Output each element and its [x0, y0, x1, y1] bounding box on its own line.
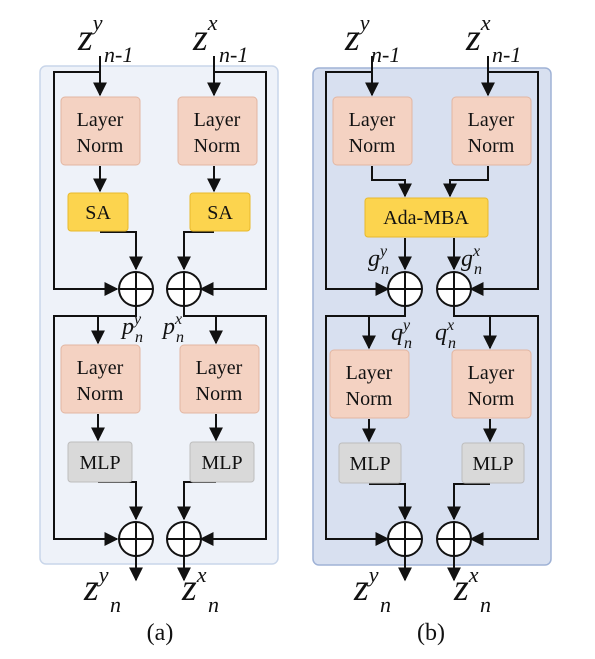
panel-a-output-zy: zyn	[83, 562, 121, 617]
svg-text:Layer: Layer	[346, 362, 393, 384]
panel-a-add-x-2	[166, 521, 202, 557]
svg-text:Norm: Norm	[468, 135, 515, 157]
svg-text:MLP: MLP	[201, 452, 242, 474]
panel-a-mlp-x: MLP	[189, 441, 255, 483]
svg-text:Layer: Layer	[194, 109, 241, 131]
panel-a-mlp-y: MLP	[67, 441, 133, 483]
svg-text:Norm: Norm	[77, 135, 124, 157]
panel-b-mlp-y: MLP	[338, 442, 402, 484]
panel-b-input-zy: zyn-1	[344, 10, 400, 67]
panel-a-layernorm-y-2: Layer Norm	[60, 344, 141, 414]
panel-b: zyn-1 zxn-1 Layer Norm Layer Norm Ada-MB…	[312, 10, 552, 646]
panel-b-mlp-x: MLP	[461, 442, 525, 484]
svg-text:Layer: Layer	[196, 357, 243, 379]
panel-b-output-zx: zxn	[453, 562, 491, 617]
panel-b-layernorm-y-2: Layer Norm	[329, 349, 410, 419]
svg-text:Norm: Norm	[77, 383, 124, 405]
panel-a-add-y-2	[118, 521, 154, 557]
svg-text:Norm: Norm	[196, 383, 243, 405]
panel-b-output-zy: zyn	[353, 562, 391, 617]
panel-a-input-zy: zyn-1	[77, 10, 133, 67]
svg-text:Norm: Norm	[346, 388, 393, 410]
svg-text:MLP: MLP	[79, 452, 120, 474]
panel-a-caption: (a)	[147, 620, 174, 646]
svg-text:Layer: Layer	[468, 362, 515, 384]
panel-a-layernorm-x-2: Layer Norm	[179, 344, 260, 414]
panel-a-output-zx: zxn	[181, 562, 219, 617]
svg-text:SA: SA	[85, 202, 111, 224]
panel-b-layernorm-y-1: Layer Norm	[332, 96, 413, 166]
svg-text:Layer: Layer	[349, 109, 396, 131]
panel-b-ada-mba-block: Ada-MBA	[364, 197, 489, 238]
svg-text:Layer: Layer	[468, 109, 515, 131]
panel-a-self-attention-y: SA	[67, 192, 129, 232]
panel-b-layernorm-x-2: Layer Norm	[451, 349, 532, 419]
panel-a-add-y-1	[118, 271, 154, 307]
panel-a-layernorm-y-1: Layer Norm	[60, 96, 141, 166]
panel-a-add-x-1	[166, 271, 202, 307]
panel-b-input-zx: zxn-1	[465, 10, 521, 67]
panel-b-add-y-1	[387, 271, 423, 307]
svg-text:SA: SA	[207, 202, 233, 224]
panel-b-add-x-1	[436, 271, 472, 307]
svg-text:Ada-MBA: Ada-MBA	[383, 207, 469, 229]
svg-text:MLP: MLP	[472, 453, 513, 475]
panel-a: zyn-1 zxn-1 Layer Norm Layer Norm SA SA	[39, 10, 279, 646]
panel-b-layernorm-x-1: Layer Norm	[451, 96, 532, 166]
panel-b-add-y-2	[387, 521, 423, 557]
panel-b-caption: (b)	[417, 620, 445, 646]
svg-text:Norm: Norm	[468, 388, 515, 410]
panel-a-self-attention-x: SA	[189, 192, 251, 232]
panel-b-add-x-2	[436, 521, 472, 557]
svg-text:MLP: MLP	[349, 453, 390, 475]
svg-text:Layer: Layer	[77, 109, 124, 131]
panel-a-input-zx: zxn-1	[192, 10, 248, 67]
svg-text:Layer: Layer	[77, 357, 124, 379]
svg-text:Norm: Norm	[349, 135, 396, 157]
panel-a-layernorm-x-1: Layer Norm	[177, 96, 258, 166]
svg-text:Norm: Norm	[194, 135, 241, 157]
